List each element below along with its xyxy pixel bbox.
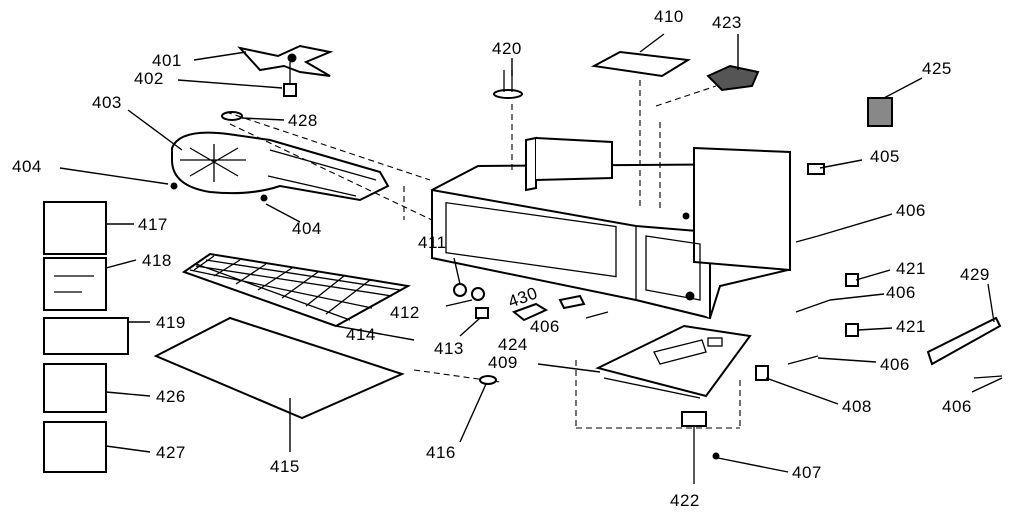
label-408: 408 [842, 397, 872, 416]
part-401-stirrer [237, 44, 334, 77]
part-409-base-plate [595, 324, 752, 399]
label-425: 425 [922, 59, 952, 78]
part-406-screws [585, 235, 1003, 379]
part-410-cover [590, 50, 691, 78]
leader-lines [59, 33, 1003, 473]
part-413-knob [475, 307, 489, 319]
assembly-lines [225, 80, 741, 429]
part-412-knob [471, 287, 485, 301]
label-421-upper: 421 [896, 259, 926, 278]
part-425-bracket [867, 97, 893, 127]
label-403: 403 [92, 93, 122, 112]
label-405: 405 [870, 147, 900, 166]
label-406-top: 406 [896, 201, 926, 220]
label-428: 428 [288, 111, 318, 130]
part-420-clip [493, 70, 523, 99]
label-426: 426 [156, 387, 186, 406]
part-404-screw-right [260, 194, 268, 202]
part-424-plate [511, 302, 549, 322]
label-402: 402 [134, 69, 164, 88]
label-416: 416 [426, 443, 456, 462]
label-417: 417 [138, 215, 168, 234]
label-420: 420 [492, 39, 522, 58]
label-407: 407 [792, 463, 822, 482]
label-424: 424 [498, 335, 528, 354]
part-426-panel [43, 363, 107, 413]
part-421-clip-lower [845, 323, 859, 337]
part-408-latch [755, 365, 769, 381]
label-422: 422 [670, 491, 700, 510]
label-411: 411 [418, 233, 447, 252]
label-429: 429 [960, 265, 990, 284]
label-404-left: 404 [12, 157, 42, 176]
part-428-bushing [221, 111, 243, 121]
part-415-tray [153, 316, 405, 420]
label-419: 419 [156, 313, 186, 332]
label-406-lower: 406 [880, 355, 910, 374]
part-430-clip [558, 294, 586, 310]
part-417-panel [43, 201, 107, 255]
label-410: 410 [654, 7, 684, 26]
label-406-middle: 406 [886, 283, 916, 302]
part-422-switch [681, 411, 707, 484]
part-407-screw [712, 452, 720, 460]
part-418-panel [43, 257, 107, 311]
part-403-duct [171, 131, 390, 202]
label-409: 409 [488, 353, 518, 372]
part-404-screw-left [170, 182, 178, 190]
part-416-rod [413, 369, 501, 385]
label-413: 413 [434, 339, 464, 358]
label-406-right: 406 [942, 397, 972, 416]
part-main-cavity [431, 136, 791, 320]
label-415: 415 [270, 457, 300, 476]
part-419-panel [43, 317, 129, 355]
label-404-right: 404 [292, 219, 322, 238]
part-429-bracket [926, 283, 1002, 366]
part-423-filter [706, 64, 760, 92]
label-427: 427 [156, 443, 186, 462]
label-421-lower: 421 [896, 317, 926, 336]
part-411-knob [453, 283, 467, 297]
label-423: 423 [712, 13, 742, 32]
part-405-clip [807, 163, 825, 175]
part-414-rack [181, 252, 412, 328]
label-414: 414 [346, 325, 376, 344]
label-418: 418 [142, 251, 172, 270]
part-427-panel [43, 421, 107, 473]
label-412: 412 [390, 303, 420, 322]
label-401: 401 [152, 51, 182, 70]
part-402-shaft [283, 62, 297, 97]
label-406-center: 406 [530, 317, 560, 336]
